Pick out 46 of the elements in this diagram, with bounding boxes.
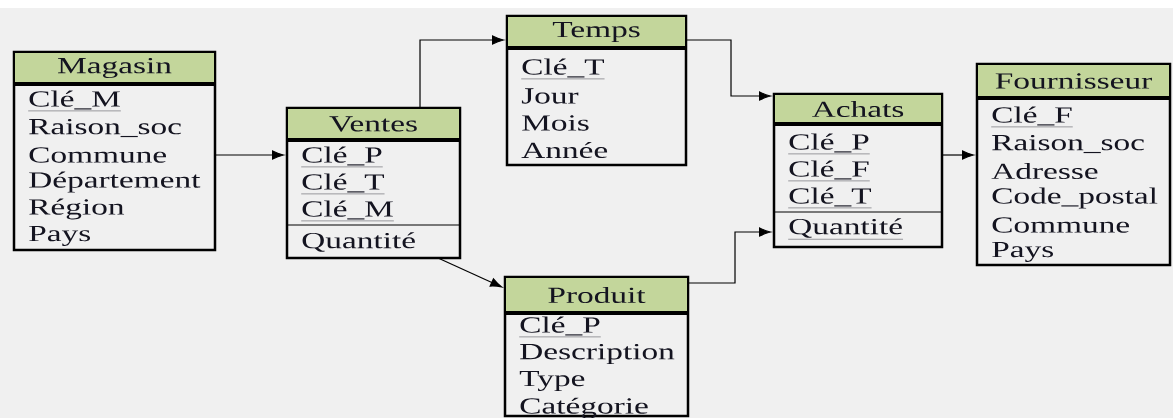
key-attribute: Clé_P bbox=[788, 133, 870, 155]
attribute: Mois bbox=[522, 115, 589, 131]
attribute: Raison_soc bbox=[992, 134, 1144, 154]
arrow bbox=[215, 150, 284, 160]
attribute: Jour bbox=[521, 88, 579, 104]
table-box bbox=[975, 62, 1172, 267]
table-box bbox=[505, 14, 688, 167]
attribute: Code_postal bbox=[992, 187, 1158, 209]
table-header: Produit bbox=[505, 278, 688, 315]
attribute: Commune bbox=[29, 147, 166, 163]
attribute: Adresse bbox=[991, 162, 1098, 180]
key-attribute: Clé_F bbox=[991, 106, 1073, 128]
attribute: Pays bbox=[992, 242, 1053, 262]
table-box bbox=[12, 50, 217, 252]
table-box bbox=[503, 275, 690, 418]
table-box bbox=[772, 92, 944, 249]
attribute: Pays bbox=[29, 226, 90, 246]
key-attribute: Clé_P bbox=[301, 146, 383, 168]
table-header: Ventes bbox=[287, 109, 460, 142]
key-attribute: Clé_M bbox=[301, 200, 395, 222]
key-attribute: Clé_F bbox=[788, 160, 870, 182]
table-header: Achats bbox=[774, 95, 942, 126]
table-box bbox=[285, 106, 462, 260]
arrow bbox=[685, 39, 771, 101]
key-attribute: Quantité bbox=[788, 218, 904, 240]
attribute: Quantité bbox=[302, 232, 415, 252]
attribute: Région bbox=[29, 198, 125, 220]
key-attribute: Clé_T bbox=[301, 173, 385, 195]
table-header: Magasin bbox=[14, 53, 215, 86]
table-header: Temps bbox=[507, 17, 686, 50]
key-attribute: Clé_P bbox=[519, 316, 601, 338]
attribute: Commune bbox=[992, 217, 1129, 233]
attribute: Raison_soc bbox=[29, 118, 181, 138]
attribute: Description bbox=[520, 343, 675, 365]
table-header: Fournisseur bbox=[977, 65, 1170, 100]
key-attribute: Clé_M bbox=[28, 90, 122, 112]
arrow bbox=[687, 227, 771, 284]
attribute: Catégorie bbox=[520, 397, 648, 418]
arrow bbox=[437, 257, 503, 288]
attribute: Année bbox=[521, 141, 608, 159]
attribute: Type bbox=[519, 371, 585, 392]
key-attribute: Clé_T bbox=[521, 58, 605, 80]
arrow bbox=[419, 35, 505, 109]
attribute: Département bbox=[29, 171, 201, 193]
key-attribute: Clé_T bbox=[788, 187, 872, 209]
arrow bbox=[941, 150, 974, 160]
